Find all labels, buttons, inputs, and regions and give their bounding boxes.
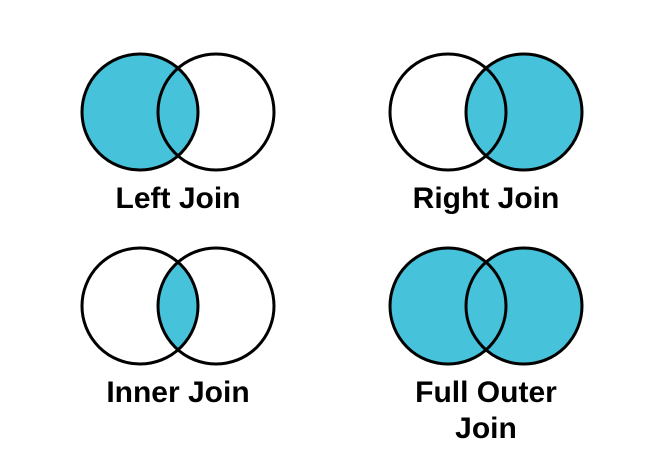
- left-circle-outline: [388, 246, 508, 366]
- intersection-region: [466, 54, 506, 170]
- venn-graphic-full-outer-join: [388, 246, 584, 366]
- intersection-region: [158, 248, 198, 364]
- venn-graphic-right-join: [388, 52, 584, 172]
- venn-label-left-join: Left Join: [115, 182, 241, 215]
- venn-graphic-inner-join: [80, 246, 276, 366]
- left-circle-outline: [80, 52, 200, 172]
- venn-label-right-join: Right Join: [412, 182, 560, 215]
- venn-diagram-inner-join: Inner Join: [80, 245, 276, 411]
- venn-diagram-left-join: Left Join: [80, 51, 276, 217]
- intersection-region: [466, 248, 506, 364]
- intersection-region: [158, 54, 198, 170]
- left-circle-outline: [80, 246, 200, 366]
- venn-label-inner-join: Inner Join: [106, 376, 250, 409]
- left-circle-outline: [388, 52, 508, 172]
- right-circle-outline: [156, 52, 276, 172]
- venn-diagram-right-join: Right Join: [388, 51, 584, 217]
- right-circle-outline: [156, 246, 276, 366]
- venn-label-full-outer-join: Full Outer Join: [415, 376, 557, 445]
- venn-graphic-left-join: [80, 52, 276, 172]
- venn-diagram-full-outer-join: Full Outer Join: [388, 245, 584, 447]
- right-circle-outline: [464, 246, 584, 366]
- right-circle-outline: [464, 52, 584, 172]
